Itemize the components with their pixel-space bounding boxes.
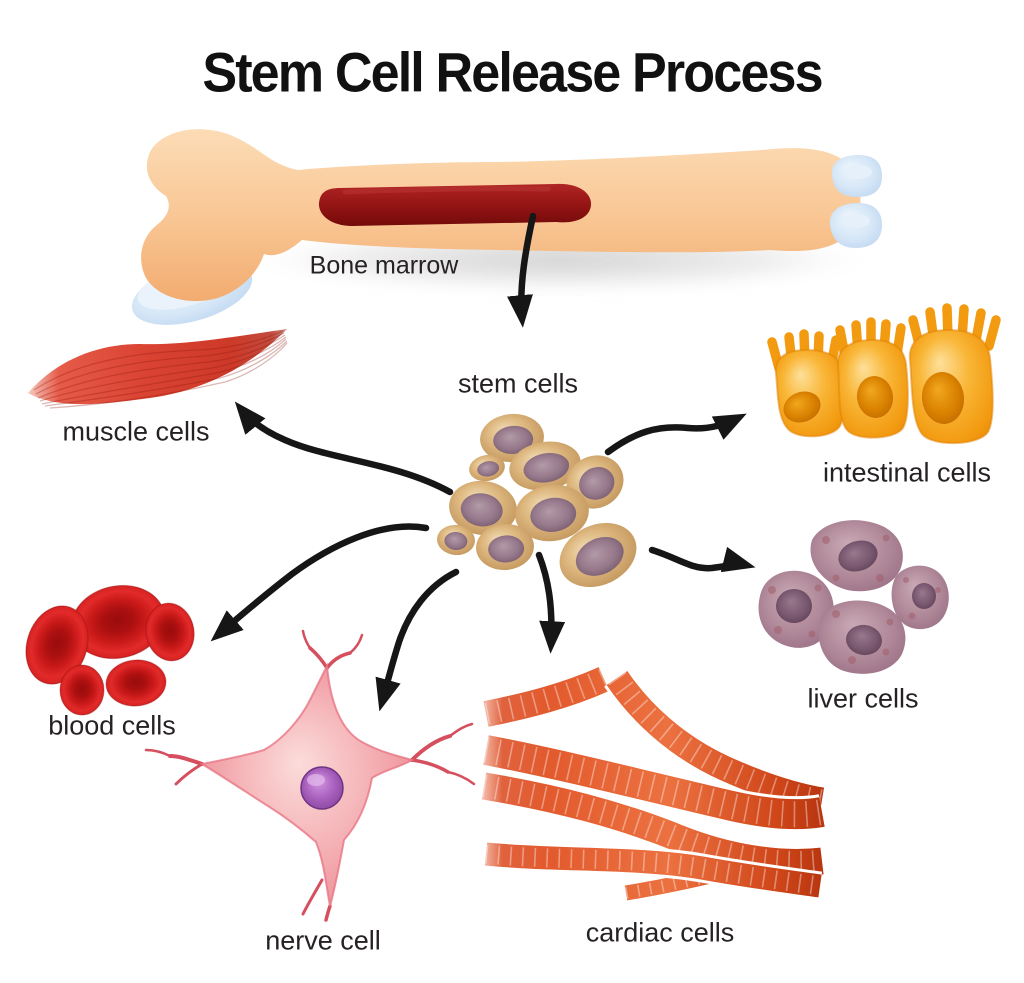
blood-cells-label: blood cells <box>48 710 176 741</box>
arrow-to-muscle-cells <box>234 401 454 496</box>
liver-cells-illustration <box>758 520 949 674</box>
muscle-cells-label: muscle cells <box>62 416 210 447</box>
arrow-to-blood-cells <box>210 523 430 642</box>
arrow-to-cardiac-cells <box>535 551 566 654</box>
bone-marrow-cavity <box>318 183 592 226</box>
bone-marrow-label: Bone marrow <box>309 251 459 280</box>
intestinal-cells-illustration <box>767 303 1001 445</box>
stem-cells-label: stem cells <box>457 368 579 399</box>
arrow-to-nerve-cell <box>375 568 460 712</box>
cartilage-cap-top-shine <box>844 165 872 179</box>
liver-cells-label: liver cells <box>807 683 919 714</box>
cardiac-cells-illustration <box>481 664 826 904</box>
bone-illustration <box>131 129 890 325</box>
nerve-cell-illustration <box>144 629 476 922</box>
flow-arrows <box>210 212 756 712</box>
nerve-cell-label: nerve cell <box>265 925 381 956</box>
arrow-marrow-to-stem <box>507 212 537 328</box>
intestinal-cells-label: intestinal cells <box>822 457 992 488</box>
arrow-to-liver-cells <box>648 546 756 573</box>
cardiac-cells-label: cardiac cells <box>585 917 735 948</box>
arrow-to-intestinal-cells <box>604 413 747 456</box>
stem-cells-illustration <box>437 413 637 588</box>
marrow-highlight <box>342 186 551 195</box>
cartilage-cap-bottom-shine <box>842 214 870 228</box>
diagram-title: Stem Cell Release Process <box>202 40 823 104</box>
blood-cells-illustration <box>25 584 195 716</box>
muscle-cells-illustration <box>28 329 288 409</box>
